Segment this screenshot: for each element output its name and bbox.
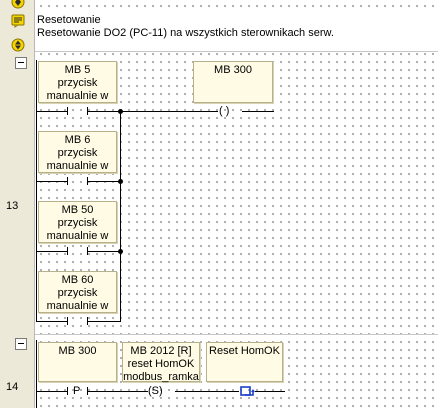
contact-operand-box[interactable]: MB 5 przycisk manualnie w (38, 61, 117, 103)
network-number: 14 (6, 381, 19, 393)
contact-operand-box[interactable]: MB 300 (38, 342, 117, 382)
comment-area (35, 10, 438, 48)
contact-operand-box[interactable]: MB 60 przycisk manualnie w (38, 271, 117, 313)
rung-wire (37, 391, 67, 392)
expand-arrow-icon[interactable] (11, 38, 25, 52)
junction-node (118, 109, 123, 114)
collapse-network-14-button[interactable] (15, 338, 27, 350)
collapse-network-13-button[interactable] (15, 57, 27, 69)
operand-label: MB 5 (64, 64, 91, 76)
rung-wire (175, 391, 239, 392)
operand-comment: manualnie w (46, 230, 109, 242)
operand-comment: przycisk (57, 77, 98, 89)
contact-operand-box[interactable]: MB 50 przycisk manualnie w (38, 201, 117, 243)
rung-wire (37, 251, 67, 252)
operand-label: Reset HomOK (209, 345, 280, 357)
comment-text: Resetowanie DO2 (PC-11) na wszystkich st… (37, 27, 334, 39)
contact-symbol[interactable] (67, 177, 68, 185)
network-separator (35, 51, 438, 52)
contact-symbol[interactable] (67, 317, 68, 325)
network-number: 13 (6, 200, 19, 212)
operand-comment: manualnie w (46, 160, 109, 172)
rung-wire (88, 111, 218, 112)
rung-wire (37, 111, 67, 112)
rung-wire (242, 111, 274, 112)
junction-node (118, 179, 123, 184)
parallel-branch (120, 111, 121, 322)
operand-label: MB 50 (61, 204, 94, 216)
reset-function-icon[interactable] (239, 385, 255, 399)
contact-symbol[interactable] (67, 247, 68, 255)
operand-comment: modbus_ramka (123, 371, 199, 383)
rung-wire (88, 181, 120, 182)
operand-comment: manualnie w (46, 300, 109, 312)
contact-symbol[interactable] (87, 177, 88, 185)
power-rail (36, 60, 37, 322)
comment-title: Resetowanie (37, 14, 101, 26)
operand-label: MB 6 (64, 134, 91, 146)
function-operand-box[interactable]: Reset HomOK (206, 342, 283, 382)
rung-wire (88, 251, 120, 252)
operand-comment: przycisk (57, 287, 98, 299)
coil-symbol[interactable]: ( ) (219, 105, 230, 117)
operand-label: MB 60 (61, 274, 94, 286)
network-separator (35, 334, 438, 335)
rung-wire (37, 181, 67, 182)
expand-arrow-icon[interactable] (11, 0, 25, 9)
operand-label: MB 2012 [R] (130, 345, 192, 357)
set-coil-symbol[interactable]: (S) (148, 385, 163, 397)
contact-symbol[interactable] (87, 387, 88, 395)
set-coil-operand-box[interactable]: MB 2012 [R] reset HomOK modbus_ramka (122, 342, 200, 383)
operand-comment: przycisk (57, 217, 98, 229)
contact-symbol[interactable] (67, 107, 68, 115)
comment-icon[interactable] (11, 14, 25, 28)
operand-comment: manualnie w (46, 90, 109, 102)
rung-wire (88, 391, 148, 392)
rung-wire (255, 391, 285, 392)
contact-symbol[interactable] (87, 247, 88, 255)
operand-label: MB 300 (58, 345, 97, 357)
contact-operand-box[interactable]: MB 6 przycisk manualnie w (38, 131, 117, 173)
contact-symbol[interactable] (87, 317, 88, 325)
rung-wire (88, 321, 120, 322)
operand-comment: przycisk (57, 147, 98, 159)
rung-wire (37, 321, 67, 322)
power-rail (36, 340, 37, 408)
operand-label: MB 300 (214, 64, 252, 76)
contact-symbol[interactable] (67, 387, 68, 395)
contact-symbol[interactable] (87, 107, 88, 115)
positive-edge-symbol[interactable]: P (73, 385, 81, 397)
operand-comment: reset HomOK (127, 358, 195, 370)
junction-node (118, 249, 123, 254)
coil-operand-box[interactable]: MB 300 (193, 61, 273, 103)
